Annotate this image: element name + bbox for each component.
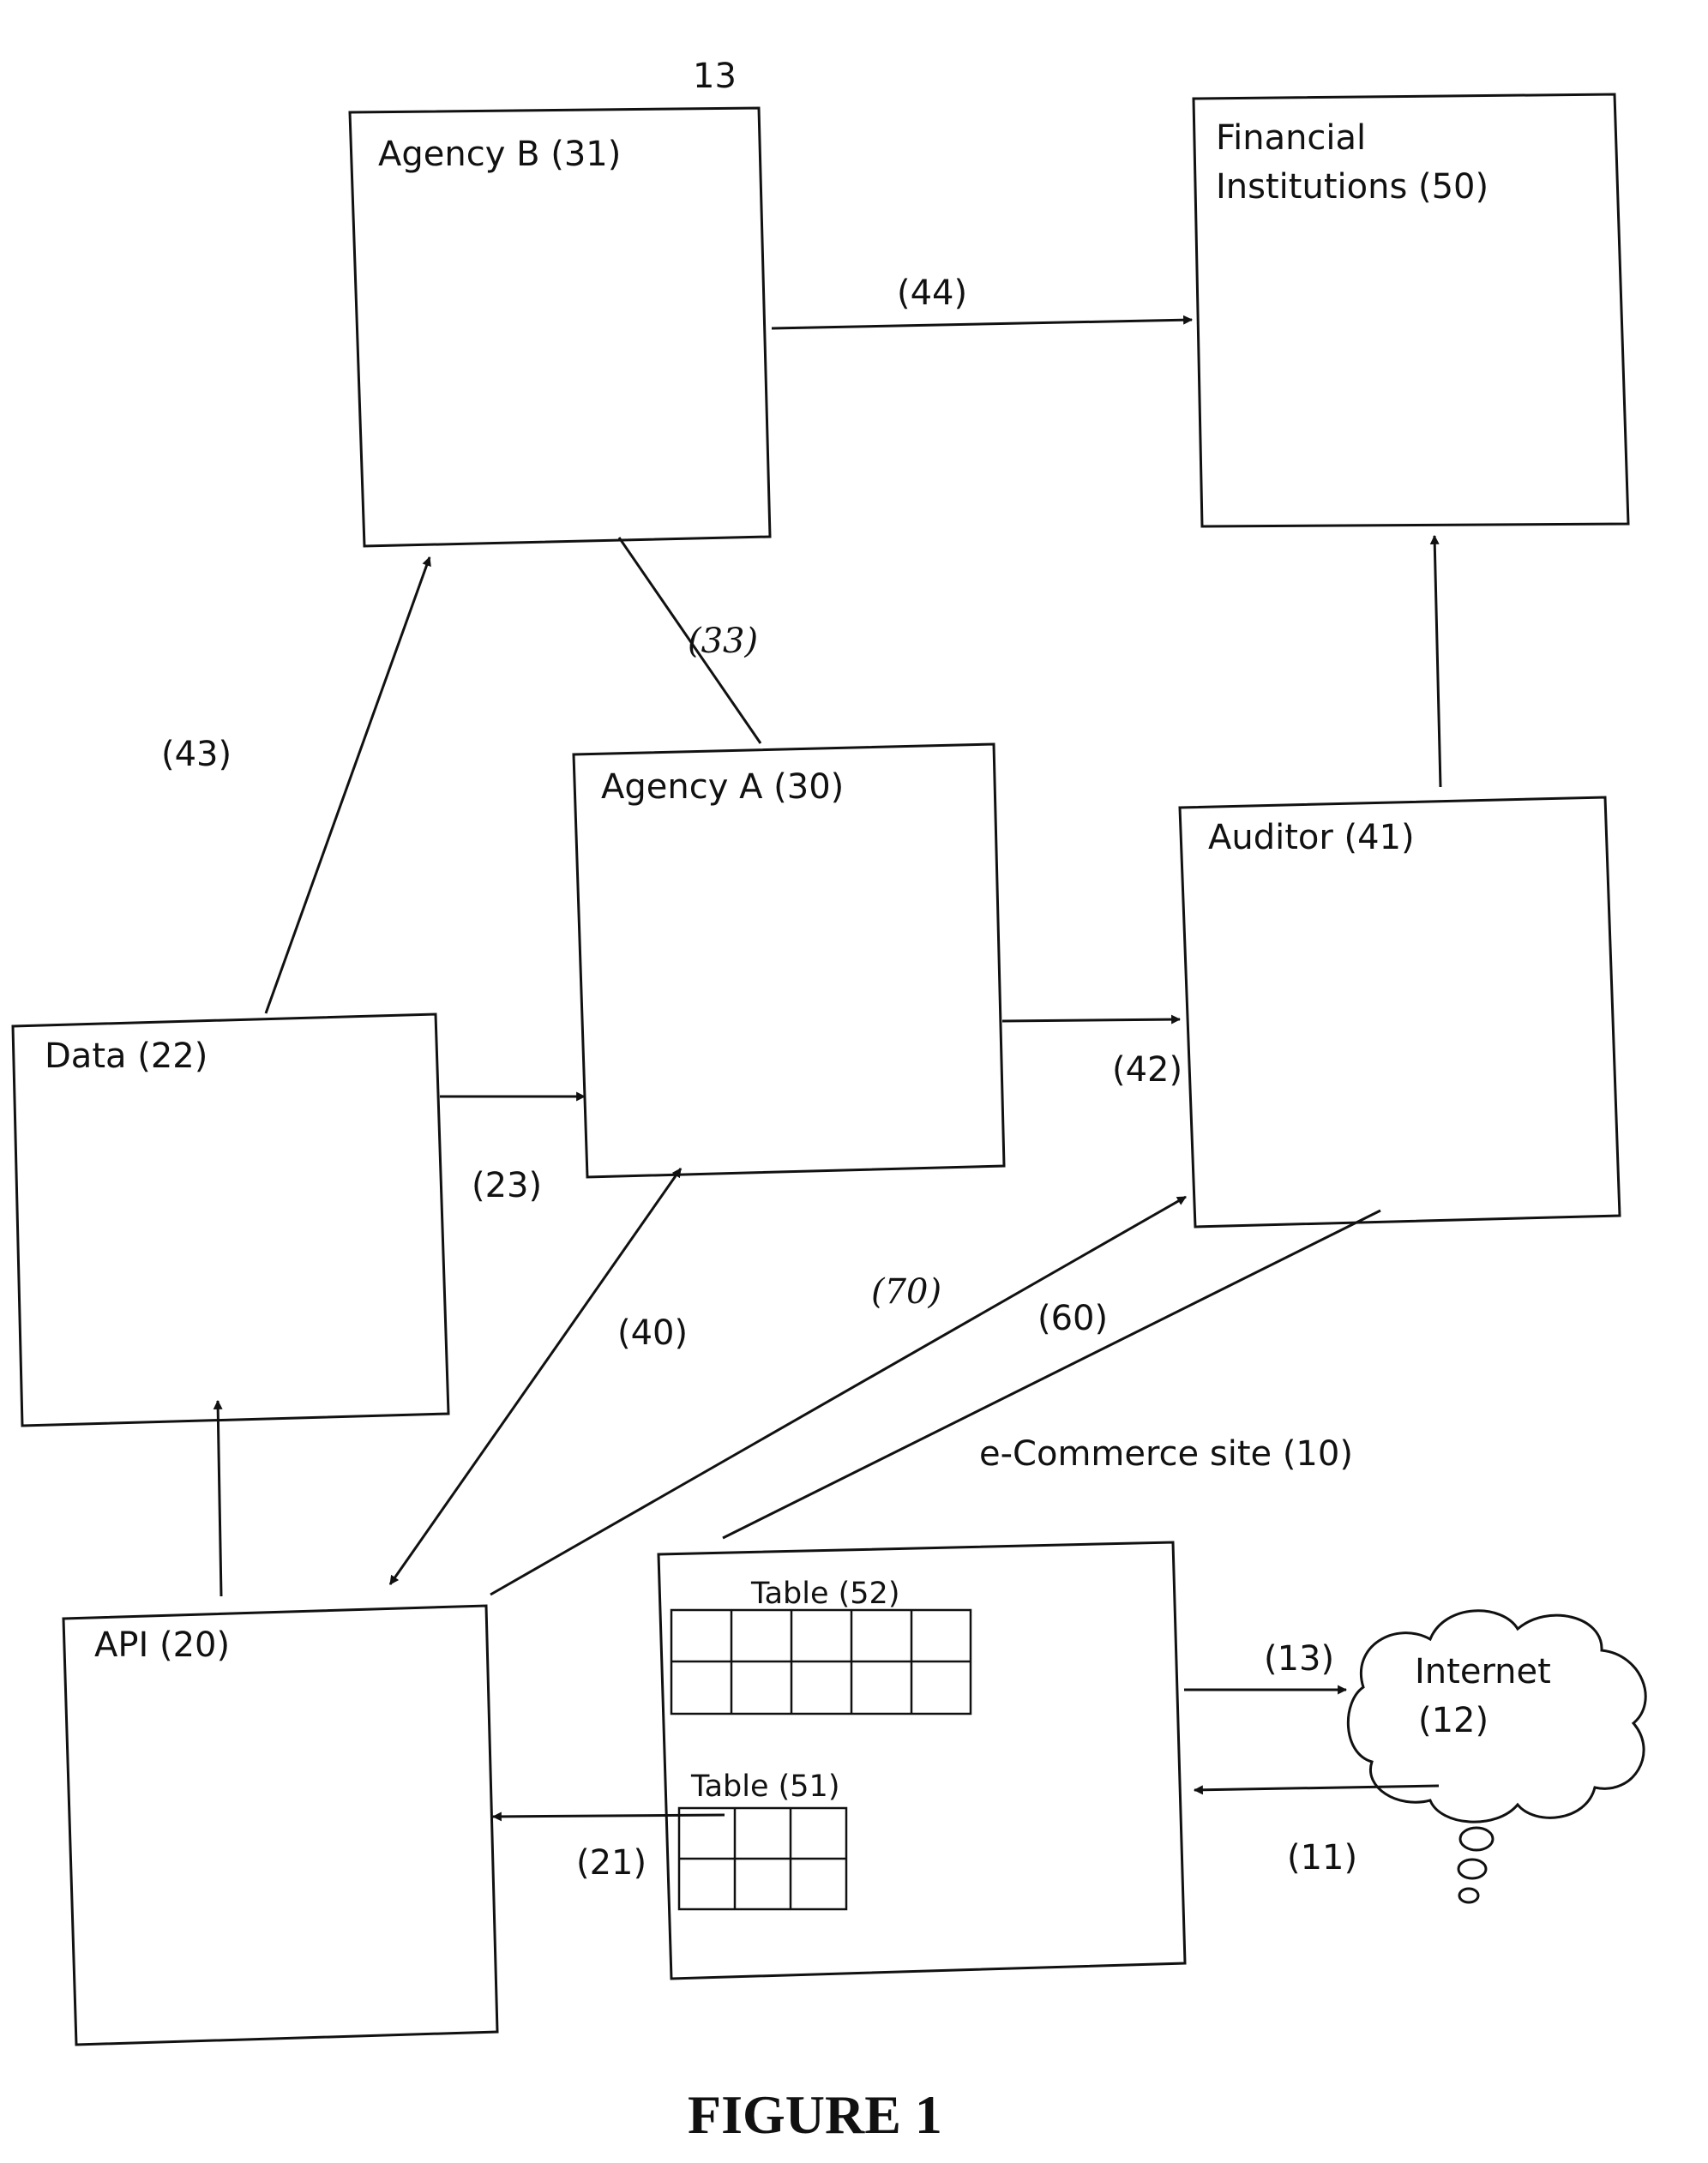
- connector-11-line: [1194, 1786, 1439, 1790]
- connector-13-label: (13): [1264, 1637, 1334, 1680]
- api-label: API (20): [94, 1624, 230, 1667]
- connector-40-label: (40): [617, 1312, 688, 1355]
- internet-cloud: [1348, 1611, 1645, 1822]
- auditor-box: [1180, 797, 1620, 1227]
- internet-label-line1: Internet: [1415, 1650, 1551, 1693]
- internet-label-line2: (12): [1418, 1699, 1488, 1742]
- connector-60-label: (60): [1037, 1297, 1108, 1340]
- connector-api-data-line: [218, 1401, 221, 1596]
- connector-21-label: (21): [576, 1842, 647, 1884]
- connector-11-label: (11): [1287, 1836, 1357, 1879]
- connector-40-line: [390, 1169, 681, 1584]
- thought-bubble-small: [1459, 1889, 1478, 1902]
- connector-21-line: [493, 1815, 725, 1817]
- data-label: Data (22): [45, 1035, 207, 1078]
- table-51-grid: [679, 1808, 846, 1909]
- connector-41-50-line: [1434, 536, 1440, 787]
- table-52-label: Table (52): [751, 1576, 899, 1613]
- table-51-label: Table (51): [691, 1769, 839, 1806]
- ecommerce-site-label: e-Commerce site (10): [979, 1433, 1353, 1475]
- financial-institutions-label-line1: Financial: [1216, 117, 1366, 159]
- connector-23-label: (23): [472, 1164, 542, 1207]
- connector-44-label: (44): [897, 272, 967, 315]
- connector-43-label: (43): [161, 733, 232, 776]
- ecommerce-site-box: [659, 1542, 1185, 1979]
- connector-70-label: (70): [871, 1271, 941, 1313]
- reference-13-label: 13: [693, 55, 737, 98]
- connector-60-line: [723, 1211, 1380, 1538]
- connector-70-line: [490, 1197, 1186, 1595]
- connector-42-line: [1002, 1019, 1180, 1021]
- financial-institutions-label-line2: Institutions (50): [1216, 165, 1488, 208]
- table-52-grid: [671, 1610, 971, 1714]
- figure-title: FIGURE 1: [688, 2083, 942, 2147]
- connector-42-label: (42): [1112, 1048, 1182, 1091]
- thought-bubble-large: [1460, 1828, 1493, 1850]
- connector-33-label: (33): [688, 620, 758, 663]
- api-box: [63, 1606, 497, 2045]
- agency-a-label: Agency A (30): [601, 766, 844, 808]
- agency-b-label: Agency B (31): [378, 133, 621, 176]
- agency-a-box: [574, 744, 1004, 1177]
- connector-43-line: [266, 557, 430, 1013]
- thought-bubble-medium: [1458, 1860, 1486, 1878]
- auditor-label: Auditor (41): [1208, 816, 1415, 859]
- connector-44-line: [772, 320, 1192, 328]
